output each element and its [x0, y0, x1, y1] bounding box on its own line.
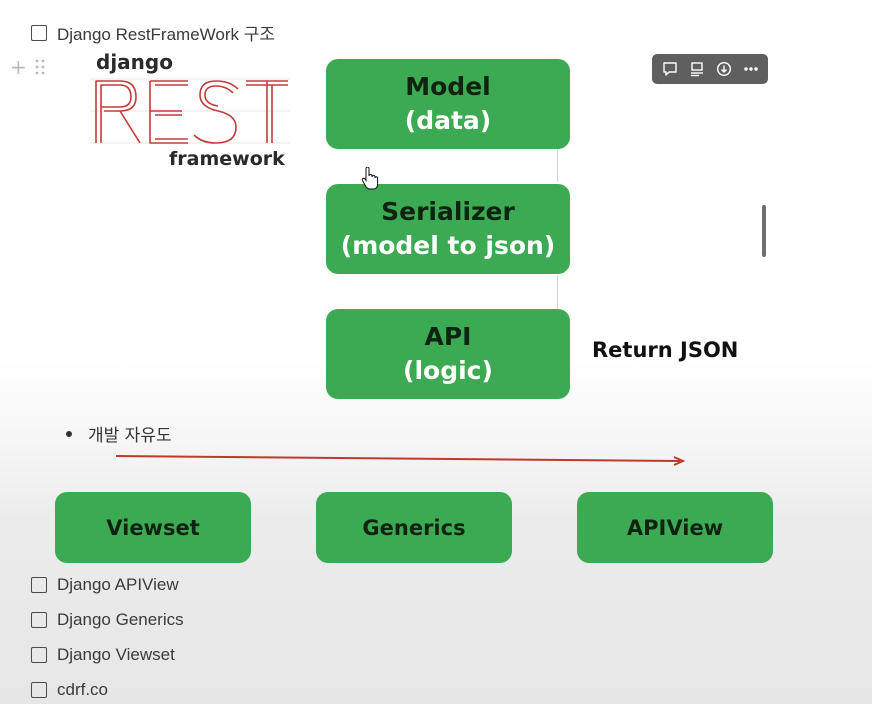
return-json-label: Return JSON [592, 338, 739, 362]
todo-item: Django Generics [31, 610, 184, 630]
viewset-label: Viewset [106, 515, 200, 540]
hand-cursor-icon [361, 167, 379, 190]
more-icon[interactable] [739, 57, 763, 81]
todo-item: Django Viewset [31, 645, 175, 665]
apiview-label: APIView [626, 515, 724, 540]
logo-framework-text: framework [169, 148, 285, 170]
checkbox[interactable] [31, 682, 47, 698]
download-icon[interactable] [712, 57, 736, 81]
serializer-subtitle: (model to json) [340, 231, 556, 260]
apiview-box[interactable]: APIView [577, 492, 773, 563]
viewset-box[interactable]: Viewset [55, 492, 251, 563]
checkbox[interactable] [31, 577, 47, 593]
todo-label: Django APIView [57, 575, 179, 594]
heading-todo: Django RestFrameWork 구조 [31, 20, 275, 45]
comment-icon[interactable] [658, 57, 682, 81]
logo-rest-graphic [90, 78, 290, 144]
connector-line [557, 275, 558, 309]
block-toolbar [652, 54, 768, 84]
todo-label: Django Viewset [57, 645, 175, 664]
checkbox[interactable] [31, 612, 47, 628]
generics-box[interactable]: Generics [316, 492, 512, 563]
api-subtitle: (logic) [403, 356, 493, 385]
bullet-label: 개발 자유도 [88, 426, 172, 446]
plus-icon[interactable]: + [10, 55, 27, 79]
todo-item: cdrf.co [31, 680, 108, 700]
caption-icon[interactable] [685, 57, 709, 81]
scrollbar[interactable] [762, 205, 766, 257]
model-title: Model [405, 72, 491, 101]
block-handle: + [10, 57, 45, 77]
serializer-title: Serializer [381, 197, 515, 226]
bullet-item: 개발 자유도 [66, 421, 172, 446]
logo-django-text: django [96, 50, 173, 74]
drag-handle-icon[interactable] [35, 59, 45, 75]
todo-item: Django APIView [31, 575, 179, 595]
heading-todo-label: Django RestFrameWork 구조 [57, 25, 276, 44]
connector-line [557, 150, 558, 182]
model-box[interactable]: Model (data) [326, 59, 570, 149]
checkbox[interactable] [31, 24, 47, 41]
drf-logo: django framework [90, 50, 290, 175]
todo-label: Django Generics [57, 610, 184, 629]
todo-label: cdrf.co [57, 680, 109, 699]
bullet-dot [66, 430, 72, 437]
model-subtitle: (data) [404, 106, 492, 135]
serializer-box[interactable]: Serializer (model to json) [326, 184, 570, 274]
freedom-arrow [115, 455, 686, 466]
generics-label: Generics [362, 515, 466, 540]
api-title: API [424, 322, 472, 351]
checkbox[interactable] [31, 647, 47, 663]
api-box[interactable]: API (logic) [326, 309, 570, 399]
